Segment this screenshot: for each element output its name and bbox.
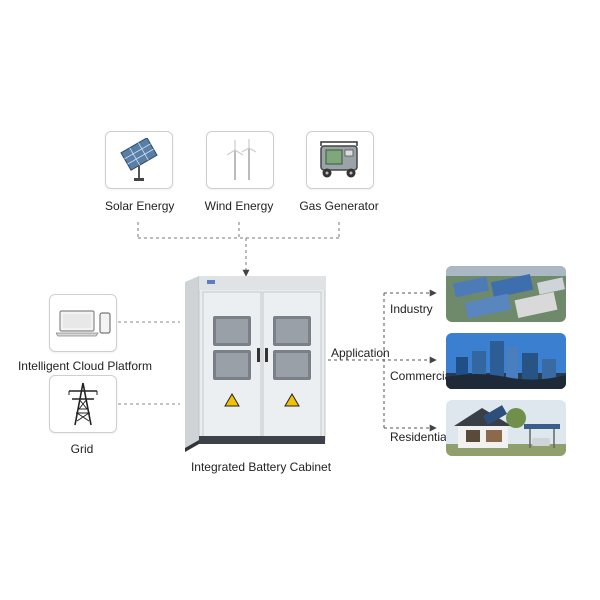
battery-cabinet-icon <box>181 276 329 452</box>
gas-generator-box <box>306 131 374 189</box>
gas-generator-label: Gas Generator <box>299 199 379 213</box>
cloud-platform-box <box>49 294 117 352</box>
solar-energy-box <box>105 131 173 189</box>
wind-turbine-icon <box>221 138 261 182</box>
wind-energy-label: Wind Energy <box>204 199 274 213</box>
commercial-label: Commercia <box>390 369 448 383</box>
left-connectors <box>118 321 180 405</box>
cabinet-label: Integrated Battery Cabinet <box>190 460 332 474</box>
industrial-park-photo <box>446 266 566 322</box>
solar-energy-label: Solar Energy <box>105 199 175 213</box>
application-connector <box>328 289 437 432</box>
cloud-platform-label: Intelligent Cloud Platform <box>17 359 153 373</box>
city-skyline-photo <box>446 333 566 389</box>
laptop-phone-icon <box>56 307 112 339</box>
sources-connector <box>137 222 340 277</box>
solar-house-photo <box>446 400 566 456</box>
grid-label: Grid <box>70 442 94 456</box>
gas-generator-icon <box>317 140 363 180</box>
industry-label: Industry <box>390 302 433 316</box>
power-tower-icon <box>65 381 101 427</box>
wind-energy-box <box>206 131 274 189</box>
application-label: Application <box>331 346 390 360</box>
solar-panel-icon <box>118 138 160 182</box>
residential-label: Residential <box>390 430 448 444</box>
grid-box <box>49 375 117 433</box>
